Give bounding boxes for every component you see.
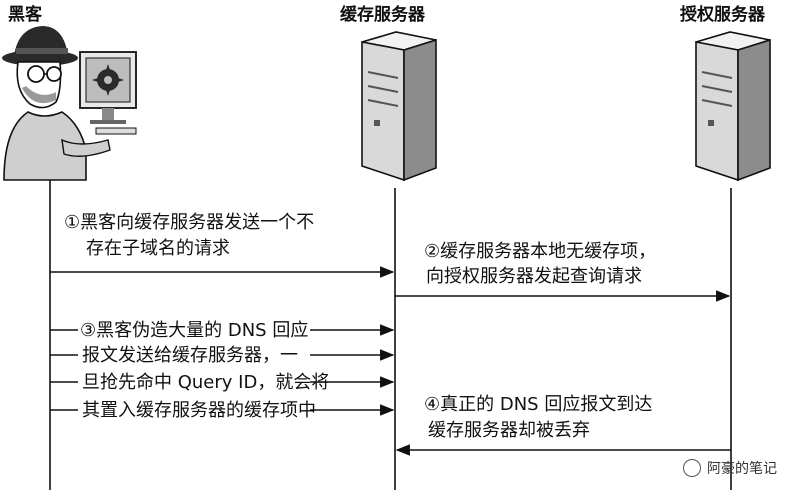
step1-line2: 存在子域名的请求 — [86, 238, 230, 259]
auth-server-icon — [695, 31, 771, 182]
step1-number: ① — [64, 212, 81, 233]
step3-line1: 黑客伪造大量的 DNS 回应 — [96, 320, 309, 341]
step1-text: ①黑客向缓存服务器发送一个不 — [64, 212, 314, 234]
hacker-icon — [2, 26, 137, 181]
step3-number: ③ — [80, 320, 97, 341]
auth-server-label: 授权服务器 — [680, 5, 765, 25]
step4-line1: 真正的 DNS 回应报文到达 — [440, 394, 653, 415]
step4-number: ④ — [424, 394, 441, 415]
watermark-text: 阿豪的笔记 — [707, 461, 777, 477]
step2-number: ② — [424, 241, 441, 262]
step4-text: ④真正的 DNS 回应报文到达 — [424, 394, 652, 416]
step2-line1: 缓存服务器本地无缓存项， — [440, 241, 657, 262]
hacker-label: 黑客 — [8, 5, 42, 25]
cache-server-icon — [361, 31, 437, 182]
step3-line3: 旦抢先命中 Query ID，就会将 — [82, 372, 330, 393]
step1-line1: 黑客向缓存服务器发送一个不 — [80, 212, 315, 233]
cache-server-label: 缓存服务器 — [340, 5, 425, 25]
step3-line2: 报文发送给缓存服务器，一 — [82, 345, 298, 366]
step2-line2: 向授权服务器发起查询请求 — [426, 266, 642, 287]
step2-text: ②缓存服务器本地无缓存项， — [424, 241, 656, 263]
step4-line2: 缓存服务器却被丢弃 — [428, 420, 590, 441]
step3-text: ③黑客伪造大量的 DNS 回应 — [80, 320, 308, 342]
wechat-icon — [683, 459, 701, 477]
step3-line4: 其置入缓存服务器的缓存项中 — [82, 400, 316, 421]
watermark: 阿豪的笔记 — [683, 458, 777, 478]
